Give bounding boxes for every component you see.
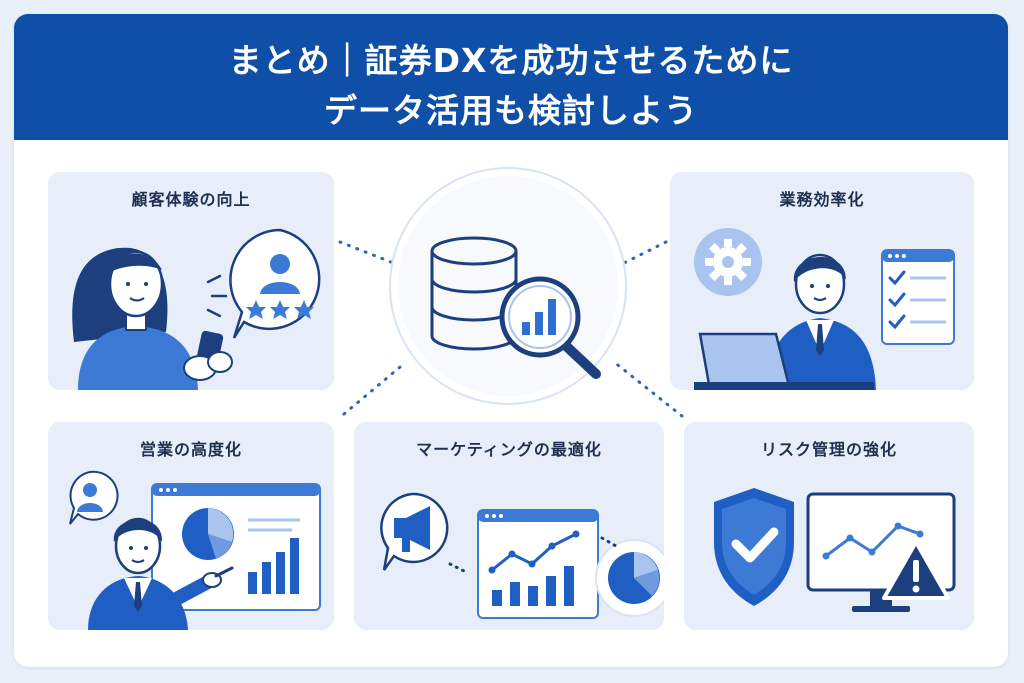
center-diagram: [338, 167, 684, 418]
presenter-face: [114, 517, 162, 575]
checklist-icon: [881, 249, 955, 345]
panel-title: 顧客体験の向上: [131, 190, 251, 209]
panel-title: マーケティングの最適化: [416, 440, 602, 459]
header-title-line2: データ活用も検討しよう: [324, 91, 698, 130]
panel-title: 業務効率化: [779, 190, 865, 209]
pie-chart-icon: [608, 552, 660, 604]
gear-icon: [705, 239, 751, 285]
database-icon: [430, 236, 518, 351]
panel-customer-experience: 顧客体験の向上: [48, 172, 334, 390]
panel-risk-management: リスク管理の強化: [684, 422, 974, 630]
connector-lines: [338, 240, 684, 418]
laptop-icon: [698, 332, 792, 390]
panel-sales-advancement: 営業の高度化: [48, 422, 334, 630]
megaphone-icon: [394, 506, 430, 552]
warning-icon: [882, 540, 950, 600]
bar-chart-icon: [522, 299, 556, 335]
panel-marketing-optimization: マーケティングの最適化: [354, 422, 664, 630]
user-icon: [77, 483, 103, 512]
panel-risk-management-art: [714, 488, 956, 612]
pie-chart-icon: [182, 508, 234, 560]
header-banner: まとめ｜証券DXを成功させるために データ活用も検討しよう: [14, 14, 1008, 140]
header-title-line1: まとめ｜証券DXを成功させるために: [228, 41, 794, 80]
connector-bottom-right: [612, 360, 684, 418]
woman-body: [78, 326, 198, 390]
connector-top-right: [620, 240, 668, 266]
panel-customer-experience-art: [72, 228, 321, 390]
infographic-card: まとめ｜証券DXを成功させるために データ活用も検討しよう: [14, 14, 1008, 667]
panel-title: 営業の高度化: [139, 440, 242, 459]
star-rating-icon: [246, 300, 314, 319]
panel-operational-efficiency-art: [694, 228, 955, 390]
woman-face: [108, 250, 164, 318]
connector-top-left: [338, 240, 398, 266]
bar-chart-icon: [492, 566, 574, 606]
panel-marketing-optimization-art: [380, 492, 664, 619]
connector-bottom-left: [342, 360, 408, 416]
panel-title: リスク管理の強化: [760, 440, 897, 459]
bar-chart-icon: [248, 538, 299, 594]
speech-bubble: [69, 470, 119, 525]
panel-operational-efficiency: 業務効率化: [670, 172, 974, 390]
user-icon: [260, 254, 300, 294]
panel-sales-advancement-art: [69, 470, 321, 630]
